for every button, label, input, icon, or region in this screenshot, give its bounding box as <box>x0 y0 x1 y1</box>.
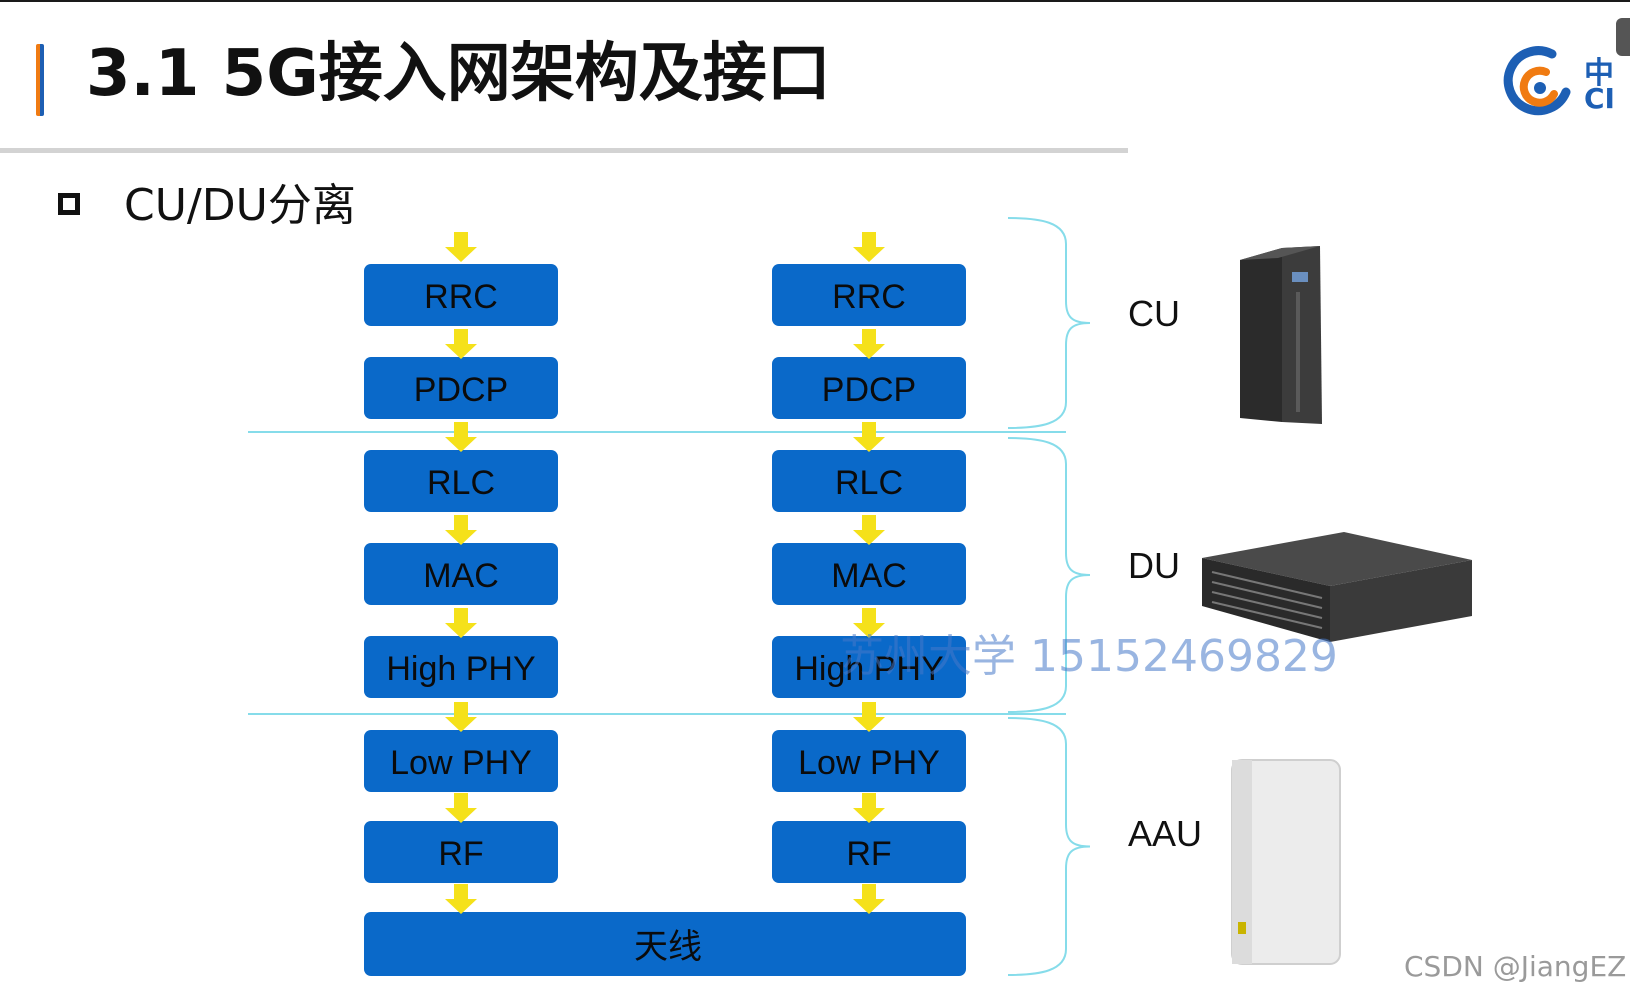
du-brace <box>1007 437 1091 713</box>
arrow-right-6 <box>853 793 885 823</box>
top-border <box>0 0 1630 2</box>
stack-box-right-6 <box>772 821 966 883</box>
stack-box-right-3 <box>772 543 966 605</box>
stack-box-right-4 <box>772 636 966 698</box>
group-label-cu: CU <box>1128 293 1180 334</box>
arrow-left-1 <box>445 329 477 359</box>
arrow-right-1 <box>853 329 885 359</box>
arrow-in-left <box>445 232 477 262</box>
arrow-left-2 <box>445 422 477 452</box>
company-logo: 中 CI <box>1500 44 1630 120</box>
arrow-in-right <box>853 232 885 262</box>
slide-title: 3.1 5G接入网架构及接口 <box>86 37 831 111</box>
stack-label-right-4: High PHY <box>794 650 943 688</box>
section-subtitle: CU/DU分离 <box>124 180 356 231</box>
antenna-bar <box>364 912 966 976</box>
stack-label-left-1: PDCP <box>414 371 508 409</box>
du-chassis-icon <box>1202 532 1472 642</box>
arrow-left-6 <box>445 793 477 823</box>
stack-box-left-3 <box>364 543 558 605</box>
stack-label-left-6: RF <box>438 835 483 873</box>
logo-text-cn: 中 <box>1584 56 1614 91</box>
arrow-right-4 <box>853 608 885 638</box>
stack-label-right-3: MAC <box>831 557 907 595</box>
stack-box-right-5 <box>772 730 966 792</box>
window-corner-handle <box>1616 18 1630 56</box>
arrow-antenna-right <box>853 884 885 914</box>
cu-brace <box>1007 217 1091 429</box>
arrow-right-3 <box>853 515 885 545</box>
stack-label-right-1: PDCP <box>822 371 916 409</box>
antenna-label: 天线 <box>634 927 702 967</box>
title-underline <box>0 148 1128 153</box>
stack-label-left-0: RRC <box>424 278 498 316</box>
stack-label-left-4: High PHY <box>386 650 535 688</box>
group-label-du: DU <box>1128 545 1180 586</box>
stack-box-left-2 <box>364 450 558 512</box>
stack-label-left-5: Low PHY <box>390 744 532 782</box>
arrow-antenna-left <box>445 884 477 914</box>
stack-box-left-4 <box>364 636 558 698</box>
group-label-aau: AAU <box>1128 813 1202 854</box>
title-accent-bar <box>36 44 44 116</box>
arrow-right-5 <box>853 702 885 732</box>
stack-box-right-0 <box>772 264 966 326</box>
stack-box-right-2 <box>772 450 966 512</box>
arrow-left-3 <box>445 515 477 545</box>
stack-label-right-2: RLC <box>835 464 903 502</box>
stack-label-right-5: Low PHY <box>798 744 940 782</box>
aau-brace <box>1007 717 1091 976</box>
bullet-square-icon <box>58 193 80 215</box>
arrow-left-5 <box>445 702 477 732</box>
stack-label-right-0: RRC <box>832 278 906 316</box>
arrow-left-4 <box>445 608 477 638</box>
logo-swirl-icon <box>1503 46 1571 116</box>
stack-box-left-5 <box>364 730 558 792</box>
stack-label-right-6: RF <box>846 835 891 873</box>
stack-label-left-3: MAC <box>423 557 499 595</box>
aau-unit-icon <box>1231 759 1341 965</box>
logo-text-en: CI <box>1584 82 1615 115</box>
stack-box-left-6 <box>364 821 558 883</box>
arrow-right-2 <box>853 422 885 452</box>
csdn-credit: CSDN @JiangEZ <box>1404 950 1627 983</box>
stack-box-right-1 <box>772 357 966 419</box>
stack-label-left-2: RLC <box>427 464 495 502</box>
stack-box-left-0 <box>364 264 558 326</box>
cu-server-icon <box>1240 246 1322 424</box>
stack-box-left-1 <box>364 357 558 419</box>
watermark-text: 苏州大学 15152469829 <box>840 631 1338 682</box>
